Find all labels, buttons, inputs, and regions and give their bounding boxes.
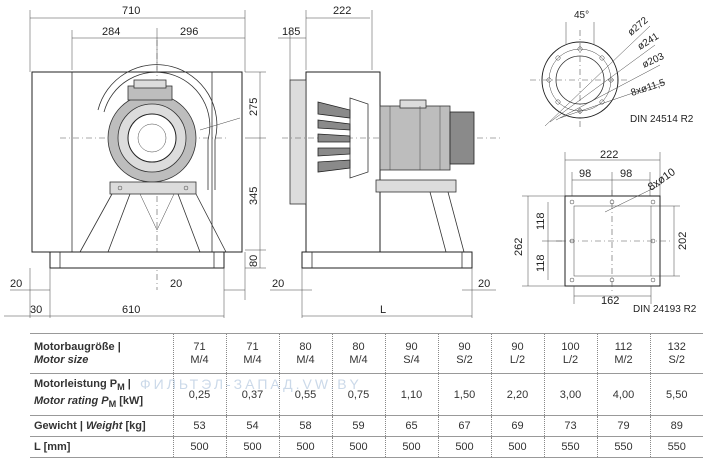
cell-weight: 54 [225, 415, 279, 437]
cell-length: 550 [543, 436, 597, 458]
dim-185: 185 [282, 26, 300, 38]
cell-weight: 67 [437, 415, 491, 437]
dim-20-left: 20 [10, 278, 22, 290]
dim-710: 710 [122, 5, 140, 17]
round-flange-detail: 45° ø272 ø241 ø203 8xø11,5 DIN 24514 R2 [530, 10, 694, 130]
cell-length: 500 [172, 436, 226, 458]
flange-d272: ø272 [626, 15, 651, 38]
header-weight: Gewicht | Weight [kg] [30, 415, 173, 437]
flange-d241: ø241 [636, 31, 662, 53]
dim-296: 296 [180, 26, 198, 38]
dim-80: 80 [248, 255, 260, 267]
square-half-98-b: 98 [620, 168, 632, 180]
square-half-98-a: 98 [579, 168, 591, 180]
cell-weight: 89 [649, 415, 703, 437]
cell-weight: 79 [596, 415, 650, 437]
cell-weight: 73 [543, 415, 597, 437]
watermark-text: ФИЛЬТЭЛ-ЗАПАД.VW.BY [140, 376, 362, 392]
cell-motor-rating: 5,50 [649, 373, 703, 416]
cell-length: 550 [596, 436, 650, 458]
dim-20-side-left: 20 [272, 278, 284, 290]
header-motor-size: Motorbaugröße |Motor size [30, 333, 173, 374]
front-view: 710 284 296 [4, 5, 266, 318]
square-flange-detail: 222 98 98 8xø10 262 118 118 202 [513, 149, 697, 315]
flange-standard-round: DIN 24514 R2 [630, 114, 694, 125]
dim-284: 284 [102, 26, 120, 38]
cell-weight: 58 [278, 415, 332, 437]
flange-angle: 45° [574, 10, 589, 21]
dim-20-side-right: 20 [478, 278, 490, 290]
cell-length: 500 [331, 436, 385, 458]
cell-length: 500 [437, 436, 491, 458]
cell-motor-rating: 4,00 [596, 373, 650, 416]
side-view: 222 185 20 20 L [270, 5, 500, 318]
dim-30: 30 [30, 304, 42, 316]
dim-222-side: 222 [333, 5, 351, 17]
dim-345: 345 [248, 187, 260, 205]
cell-length: 550 [649, 436, 703, 458]
square-height-262: 262 [513, 238, 525, 256]
dim-610: 610 [122, 304, 140, 316]
cell-motor-rating: 2,20 [490, 373, 544, 416]
square-h1-118: 118 [535, 212, 547, 230]
cell-motor-rating: 3,00 [543, 373, 597, 416]
square-h2-118: 118 [535, 254, 547, 272]
cell-weight: 59 [331, 415, 385, 437]
square-holes: 8xø10 [646, 166, 678, 193]
flange-standard-square: DIN 24193 R2 [633, 304, 697, 315]
table-row-motor-rating: Motorleistung PM |Motor rating PM [kW] 0… [30, 373, 703, 416]
header-length: L [mm] [30, 436, 173, 458]
square-width-222: 222 [600, 149, 618, 161]
cell-weight: 53 [172, 415, 226, 437]
dim-L: L [380, 304, 386, 316]
cell-weight: 69 [490, 415, 544, 437]
dim-275: 275 [248, 98, 260, 116]
cell-length: 500 [225, 436, 279, 458]
cell-motor-rating: 1,10 [384, 373, 438, 416]
cell-length: 500 [384, 436, 438, 458]
cell-length: 500 [490, 436, 544, 458]
technical-drawing: 710 284 296 [4, 5, 697, 318]
cell-length: 500 [278, 436, 332, 458]
flange-holes-round: 8xø11,5 [630, 77, 667, 99]
flange-d203: ø203 [641, 51, 667, 71]
cell-weight: 65 [384, 415, 438, 437]
square-inner-202: 202 [677, 232, 689, 250]
square-inner-162: 162 [601, 295, 619, 307]
dim-20-right: 20 [170, 278, 182, 290]
cell-motor-rating: 1,50 [437, 373, 491, 416]
